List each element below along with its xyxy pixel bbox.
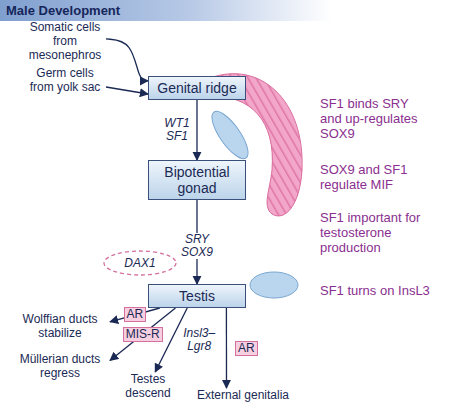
outcome-text: Testes descend	[112, 372, 184, 400]
arrow-connector	[196, 100, 197, 160]
testis-shape	[250, 272, 298, 298]
node-text: Müllerian ducts regress	[10, 352, 110, 380]
process-box: Genital ridge	[148, 76, 246, 100]
process-box: Testis	[148, 284, 246, 308]
arrow-connector	[106, 39, 148, 81]
node-text: Testes descend	[112, 372, 184, 400]
inhibitor-label: DAX1	[124, 257, 155, 270]
edge-label: AR	[124, 307, 147, 322]
edge-label: SRY SOX9	[179, 233, 215, 259]
outcome-text: External genitalia	[188, 388, 298, 402]
dashed-inhibition-loop	[104, 251, 176, 275]
diagram-title: Male Development	[6, 3, 120, 18]
outcome-text: Müllerian ducts regress	[10, 352, 110, 380]
note-text: SF1 turns on InsL3	[320, 283, 440, 298]
arrow-connector	[226, 308, 227, 388]
outcome-text: Wolffian ducts stabilize	[10, 312, 110, 340]
edge-label: AR	[235, 341, 258, 356]
gonad-shape	[206, 106, 255, 163]
note-text: SF1 binds SRY and up-regulates SOX9	[320, 96, 426, 141]
arrow-connector	[106, 87, 148, 94]
node-text: Wolffian ducts stabilize	[10, 312, 110, 340]
note-text: SOX9 and SF1 regulate MIF	[320, 162, 426, 192]
node-text: Testis	[153, 288, 241, 304]
edge-label: WT1 SF1	[163, 117, 191, 143]
note-text: SF1 important for testosterone productio…	[320, 210, 430, 255]
source-text: Somatic cells from mesonephros	[24, 20, 106, 62]
edge-label: MIS-R	[123, 327, 163, 342]
source-text: Germ cells from yolk sac	[24, 66, 106, 94]
arrow-connector	[110, 308, 160, 322]
node-text: External genitalia	[188, 388, 298, 402]
node-text: Somatic cells from mesonephros	[24, 20, 106, 62]
node-text: Bipotential gonad	[153, 164, 241, 196]
node-text: Germ cells from yolk sac	[24, 66, 106, 94]
title-bar: Male Development	[0, 0, 474, 21]
node-text: Genital ridge	[153, 80, 241, 96]
edge-label: Insl3–Lgr8	[179, 327, 219, 353]
process-box: Bipotential gonad	[148, 160, 246, 200]
